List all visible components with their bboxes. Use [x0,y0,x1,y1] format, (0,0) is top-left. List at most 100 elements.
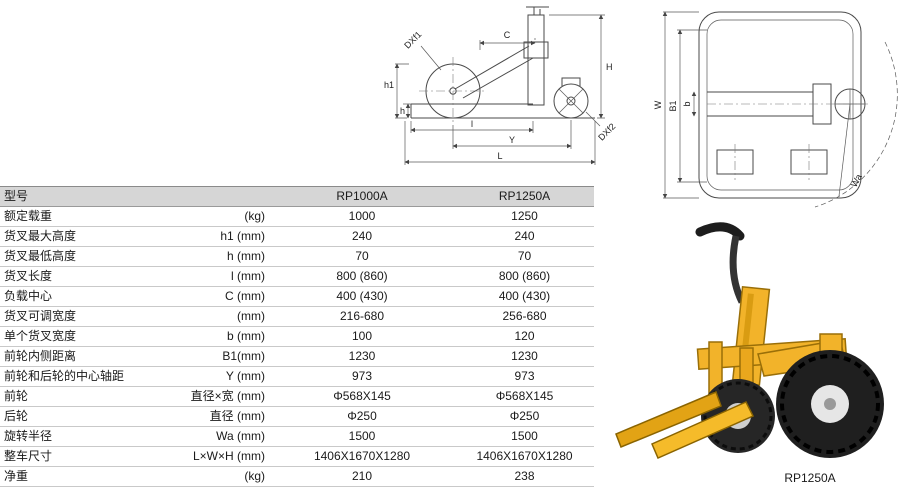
spec-label: 整车尺寸 [0,446,168,467]
spec-value-rp1250a: 400 (430) [455,286,594,307]
spec-row: 旋转半径 Wa (mm) 1500 1500 [0,426,594,447]
spec-value-rp1250a: 1250 [455,206,594,227]
side-rear-wheel [553,77,589,119]
spec-row: 净重 (kg) 210 238 [0,466,594,487]
side-front-wheel [419,57,487,125]
spec-value-rp1250a: 238 [455,466,594,487]
side-linkage [454,45,534,99]
spec-header-model: 型号 [0,186,168,207]
dim-l-label: l [471,119,473,129]
spec-unit: 直径×宽 (mm) [168,386,269,407]
spec-value-rp1000a: 800 (860) [269,266,455,287]
dim-h-big-label: H [606,62,613,72]
spec-value-rp1250a: 240 [455,226,594,247]
spec-label: 前轮 [0,386,168,407]
spec-row: 单个货叉宽度 b (mm) 100 120 [0,326,594,347]
spec-value-rp1000a: 400 (430) [269,286,455,307]
spec-row: 货叉最低高度 h (mm) 70 70 [0,246,594,267]
spec-unit: (kg) [168,466,269,487]
spec-value-rp1000a: 1500 [269,426,455,447]
spec-table-body: 额定载重 (kg) 1000 1250 货叉最大高度 h1 (mm) 240 2… [0,206,594,487]
spec-unit: Wa (mm) [168,426,269,447]
dim-dxf2-label: DXf2 [596,121,617,142]
spec-value-rp1250a: 70 [455,246,594,267]
spec-row: 额定载重 (kg) 1000 1250 [0,206,594,227]
spec-header-rp1000a: RP1000A [269,186,455,207]
spec-value-rp1000a: 973 [269,366,455,387]
spec-row: 负载中心 C (mm) 400 (430) 400 (430) [0,286,594,307]
dim-l-big-label: L [497,151,502,161]
spec-label: 前轮内侧距离 [0,346,168,367]
side-view-drawing: C H h1 h l Y [383,0,655,182]
front-view-drawing: W B1 b Wa [653,0,900,218]
spec-unit: h1 (mm) [168,226,269,247]
spec-unit: C (mm) [168,286,269,307]
spec-label: 净重 [0,466,168,487]
dim-b-label: b [682,101,692,106]
dim-wa-label: Wa [849,172,864,188]
spec-value-rp1250a: 1406X1670X1280 [455,446,594,467]
spec-value-rp1250a: 973 [455,366,594,387]
dim-h1: h1 [384,63,409,119]
spec-label: 货叉最低高度 [0,246,168,267]
dim-y-label: Y [509,135,515,145]
spec-header-unit [168,186,269,207]
dim-b1-label: B1 [668,100,678,111]
spec-value-rp1000a: 1000 [269,206,455,227]
dim-h-label: h [400,106,405,116]
spec-label: 额定载重 [0,206,168,227]
spec-unit: B1(mm) [168,346,269,367]
spec-unit: b (mm) [168,326,269,347]
product-photo-svg [615,222,884,459]
spec-row: 货叉最大高度 h1 (mm) 240 240 [0,226,594,247]
spec-value-rp1000a: 70 [269,246,455,267]
spec-unit: (mm) [168,306,269,327]
spec-label: 货叉最大高度 [0,226,168,247]
truck-forks [615,391,755,459]
front-view-svg: W B1 b Wa [653,11,898,208]
spec-value-rp1250a: 1230 [455,346,594,367]
spec-row: 前轮 直径×宽 (mm) Φ568X145 Φ568X145 [0,386,594,407]
spec-label: 货叉可调宽度 [0,306,168,327]
spec-value-rp1000a: 216-680 [269,306,455,327]
spec-value-rp1000a: 1230 [269,346,455,367]
spec-label: 旋转半径 [0,426,168,447]
spec-unit: l (mm) [168,266,269,287]
spec-label: 后轮 [0,406,168,427]
side-mast [523,6,549,106]
dim-h: h [400,103,411,119]
spec-value-rp1000a: 210 [269,466,455,487]
spec-header-rp1250a: RP1250A [455,186,594,207]
front-frame [698,11,862,199]
dim-l-big: L [404,121,596,165]
spec-table-container: 型号 RP1000A RP1250A 额定载重 (kg) 1000 1250 货… [0,186,594,487]
dim-y: Y [452,120,572,149]
spec-label: 单个货叉宽度 [0,326,168,347]
dim-w-label: W [653,100,663,109]
dim-c: C [479,30,536,50]
spec-unit: L×W×H (mm) [168,446,269,467]
side-view-svg: C H h1 h l Y [384,6,617,165]
spec-row: 货叉可调宽度 (mm) 216-680 256-680 [0,306,594,327]
spec-value-rp1250a: Φ250 [455,406,594,427]
spec-unit: 直径 (mm) [168,406,269,427]
front-wheels [716,144,828,180]
dim-b: b [682,91,697,117]
spec-value-rp1250a: 1500 [455,426,594,447]
dim-b1: B1 [668,29,707,183]
spec-unit: h (mm) [168,246,269,267]
side-fork-lines [410,103,595,119]
spec-label: 前轮和后轮的中心轴距 [0,366,168,387]
spec-row: 前轮和后轮的中心轴距 Y (mm) 973 973 [0,366,594,387]
spec-row: 货叉长度 l (mm) 800 (860) 800 (860) [0,266,594,287]
spec-value-rp1000a: 240 [269,226,455,247]
dim-h-big: H [549,14,613,119]
spec-label: 货叉长度 [0,266,168,287]
spec-label: 负载中心 [0,286,168,307]
spec-unit: (kg) [168,206,269,227]
truck-rear-wheel [776,350,884,458]
dim-dxf2: DXf2 [585,111,617,142]
spec-value-rp1000a: 1406X1670X1280 [269,446,455,467]
product-caption: RP1250A [784,471,836,485]
